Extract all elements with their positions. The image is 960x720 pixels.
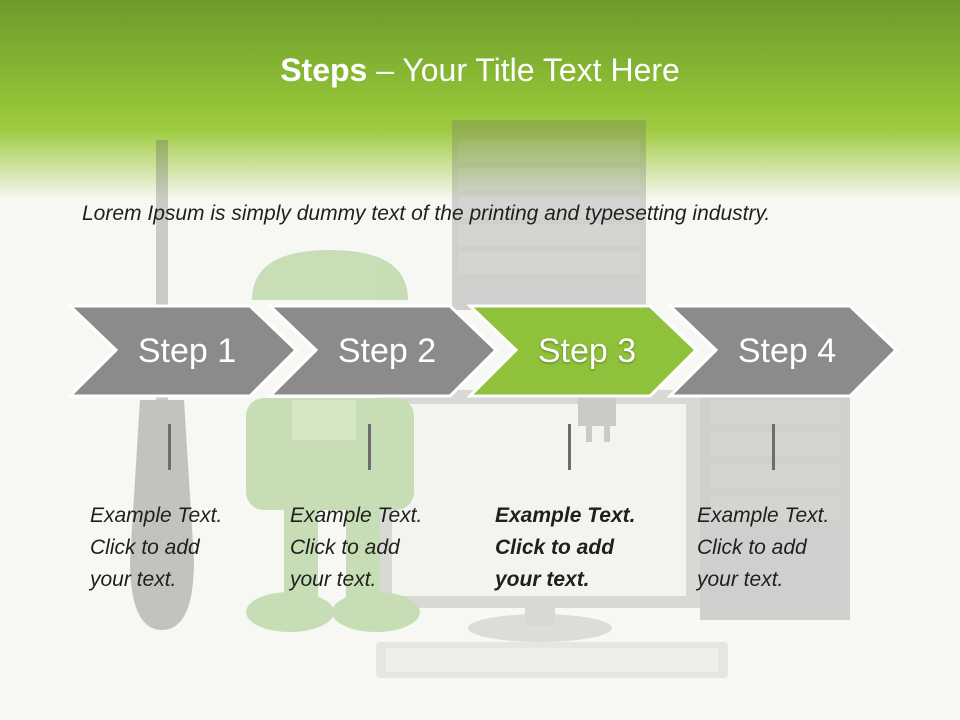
step-2-line-3: your text.: [290, 568, 377, 591]
step-2-connector: [368, 424, 371, 470]
step-3-connector: [568, 424, 571, 470]
title-bold: Steps: [280, 52, 368, 88]
step-3-text[interactable]: Example Text. Click to add your text.: [495, 500, 675, 596]
step-2-line-1: Example Text.: [290, 504, 423, 527]
step-1-label[interactable]: Step 1: [137, 332, 237, 370]
step-1-line-2: Click to add: [90, 536, 200, 559]
step-4-label[interactable]: Step 4: [737, 332, 837, 370]
step-1-line-3: your text.: [90, 568, 177, 591]
keyboard-icon: [376, 642, 728, 678]
step-2-text[interactable]: Example Text. Click to add your text.: [290, 500, 470, 596]
title-rest: – Your Title Text Here: [367, 52, 680, 88]
step-3-line-2: Click to add: [495, 536, 615, 559]
step-2-chevron[interactable]: [266, 304, 499, 398]
step-3-label[interactable]: Step 3: [537, 332, 637, 370]
intro-text: Lorem Ipsum is simply dummy text of the …: [82, 202, 771, 225]
step-4-chevron[interactable]: [666, 304, 899, 398]
step-1-chevron[interactable]: [66, 304, 299, 398]
server-tower-icon: [452, 120, 646, 310]
step-1-line-1: Example Text.: [90, 504, 223, 527]
title-banner: [0, 0, 960, 200]
step-3-line-1: Example Text.: [495, 504, 636, 527]
power-plug-icon: [578, 396, 616, 442]
step-4-line-3: your text.: [697, 568, 784, 591]
step-2-line-2: Click to add: [290, 536, 400, 559]
step-1-text[interactable]: Example Text. Click to add your text.: [90, 500, 270, 596]
step-4-line-2: Click to add: [697, 536, 807, 559]
step-4-line-1: Example Text.: [697, 504, 830, 527]
step-3-chevron[interactable]: [466, 304, 699, 398]
step-4-text[interactable]: Example Text. Click to add your text.: [697, 500, 877, 596]
step-2-label[interactable]: Step 2: [337, 332, 437, 370]
step-3-line-3: your text.: [495, 568, 590, 591]
step-4-connector: [772, 424, 775, 470]
computer-monitor-icon: [378, 390, 700, 642]
step-1-connector: [168, 424, 171, 470]
server-tower-icon: [700, 380, 850, 620]
page-title: Steps – Your Title Text Here: [0, 52, 960, 89]
android-robot-icon: [246, 250, 420, 632]
